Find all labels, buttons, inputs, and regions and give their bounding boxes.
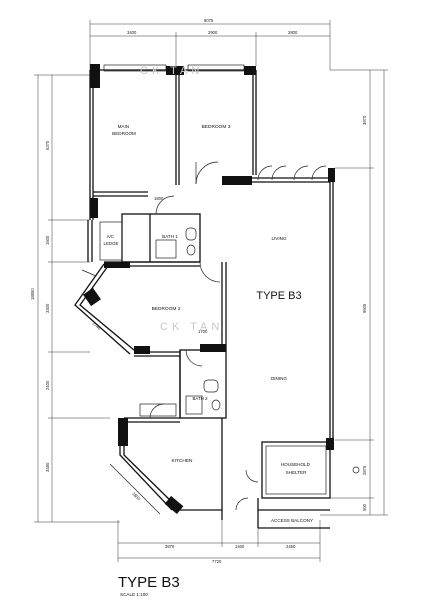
label-type-center: TYPE B3 — [256, 290, 301, 302]
label-ac-ledge-line1: A/C — [107, 234, 114, 239]
label-master-bedroom-line1: MAIN — [118, 124, 129, 129]
label-dining: DINING — [271, 376, 288, 381]
label-bath2: BATH 2 — [192, 396, 208, 401]
dim-inner-2740: 2740 — [91, 321, 102, 331]
dim-inner-1700: 1700 — [198, 329, 208, 334]
label-household-shelter: HOUSEHOLD SHELTER — [281, 462, 311, 475]
dim-top-seg2: 2900 — [208, 30, 218, 35]
label-household-shelter-line1: HOUSEHOLD — [281, 462, 311, 467]
dim-right-seg3: 2875 — [362, 465, 367, 475]
dim-left-seg1: 5370 — [45, 140, 50, 150]
label-household-shelter-line2: SHELTER — [286, 470, 308, 475]
dim-left-total: 18850 — [30, 288, 35, 300]
fixtures — [139, 227, 360, 474]
dim-right-seg1: 3970 — [362, 115, 367, 125]
label-master-bedroom-line2: BEDROOM — [112, 131, 136, 136]
watermark-top: CK TAN — [140, 65, 203, 77]
watermark: CK TAN — [160, 321, 223, 333]
dim-top-seg3: 2800 — [288, 30, 298, 35]
dim-left-seg2: 1500 — [45, 235, 50, 245]
dim-left-seg4: 2400 — [45, 380, 50, 390]
dimension-top: 8075 3400 2900 2800 — [89, 18, 331, 70]
dim-inner-1800: 1800 — [154, 196, 164, 201]
label-kitchen: KITCHEN — [171, 458, 193, 464]
dimension-right: 3970 9505 2875 500 — [320, 69, 388, 516]
plan-title: TYPE B3 — [118, 574, 180, 591]
dim-top-total: 8075 — [204, 18, 214, 23]
label-access-balcony: ACCESS BALCONY — [271, 518, 313, 523]
label-bedroom2: BEDROOM 2 — [152, 306, 181, 312]
room-labels: MAIN BEDROOM BEDROOM 3 BATH 1 A/C LEDGE … — [104, 124, 314, 523]
dim-bottom-total: 7720 — [212, 559, 222, 564]
label-bath1: BATH 1 — [162, 234, 178, 239]
label-ac-ledge-line2: LEDGE — [104, 241, 119, 246]
plan-scale: SCALE 1:100 — [120, 592, 148, 597]
dim-right-seg2: 9505 — [362, 303, 367, 313]
dim-top-seg1: 3400 — [127, 30, 137, 35]
dim-left-seg5: 3480 — [45, 462, 50, 472]
label-bedroom3: BEDROOM 3 — [202, 124, 231, 130]
label-living: LIVING — [271, 236, 286, 241]
dim-bottom-seg3: 2450 — [286, 544, 296, 549]
doors — [81, 161, 327, 515]
inner-dimensions: 1800 2740 1700 3850 — [91, 196, 208, 502]
dim-right-seg4: 500 — [362, 503, 367, 511]
dim-inner-3850: 3850 — [131, 491, 142, 502]
dim-left-seg3: 3300 — [45, 303, 50, 313]
outer-walls — [74, 64, 334, 529]
dimension-left: 18850 5370 1500 3300 2400 3480 — [30, 74, 120, 523]
label-ac-ledge: A/C LEDGE — [104, 234, 119, 246]
structural-columns — [83, 64, 335, 514]
dim-bottom-seg2: 1400 — [235, 544, 245, 549]
label-master-bedroom: MAIN BEDROOM — [112, 124, 136, 136]
dim-bottom-seg1: 3870 — [165, 544, 175, 549]
dimension-bottom: 3870 1400 2450 7720 — [117, 520, 321, 564]
